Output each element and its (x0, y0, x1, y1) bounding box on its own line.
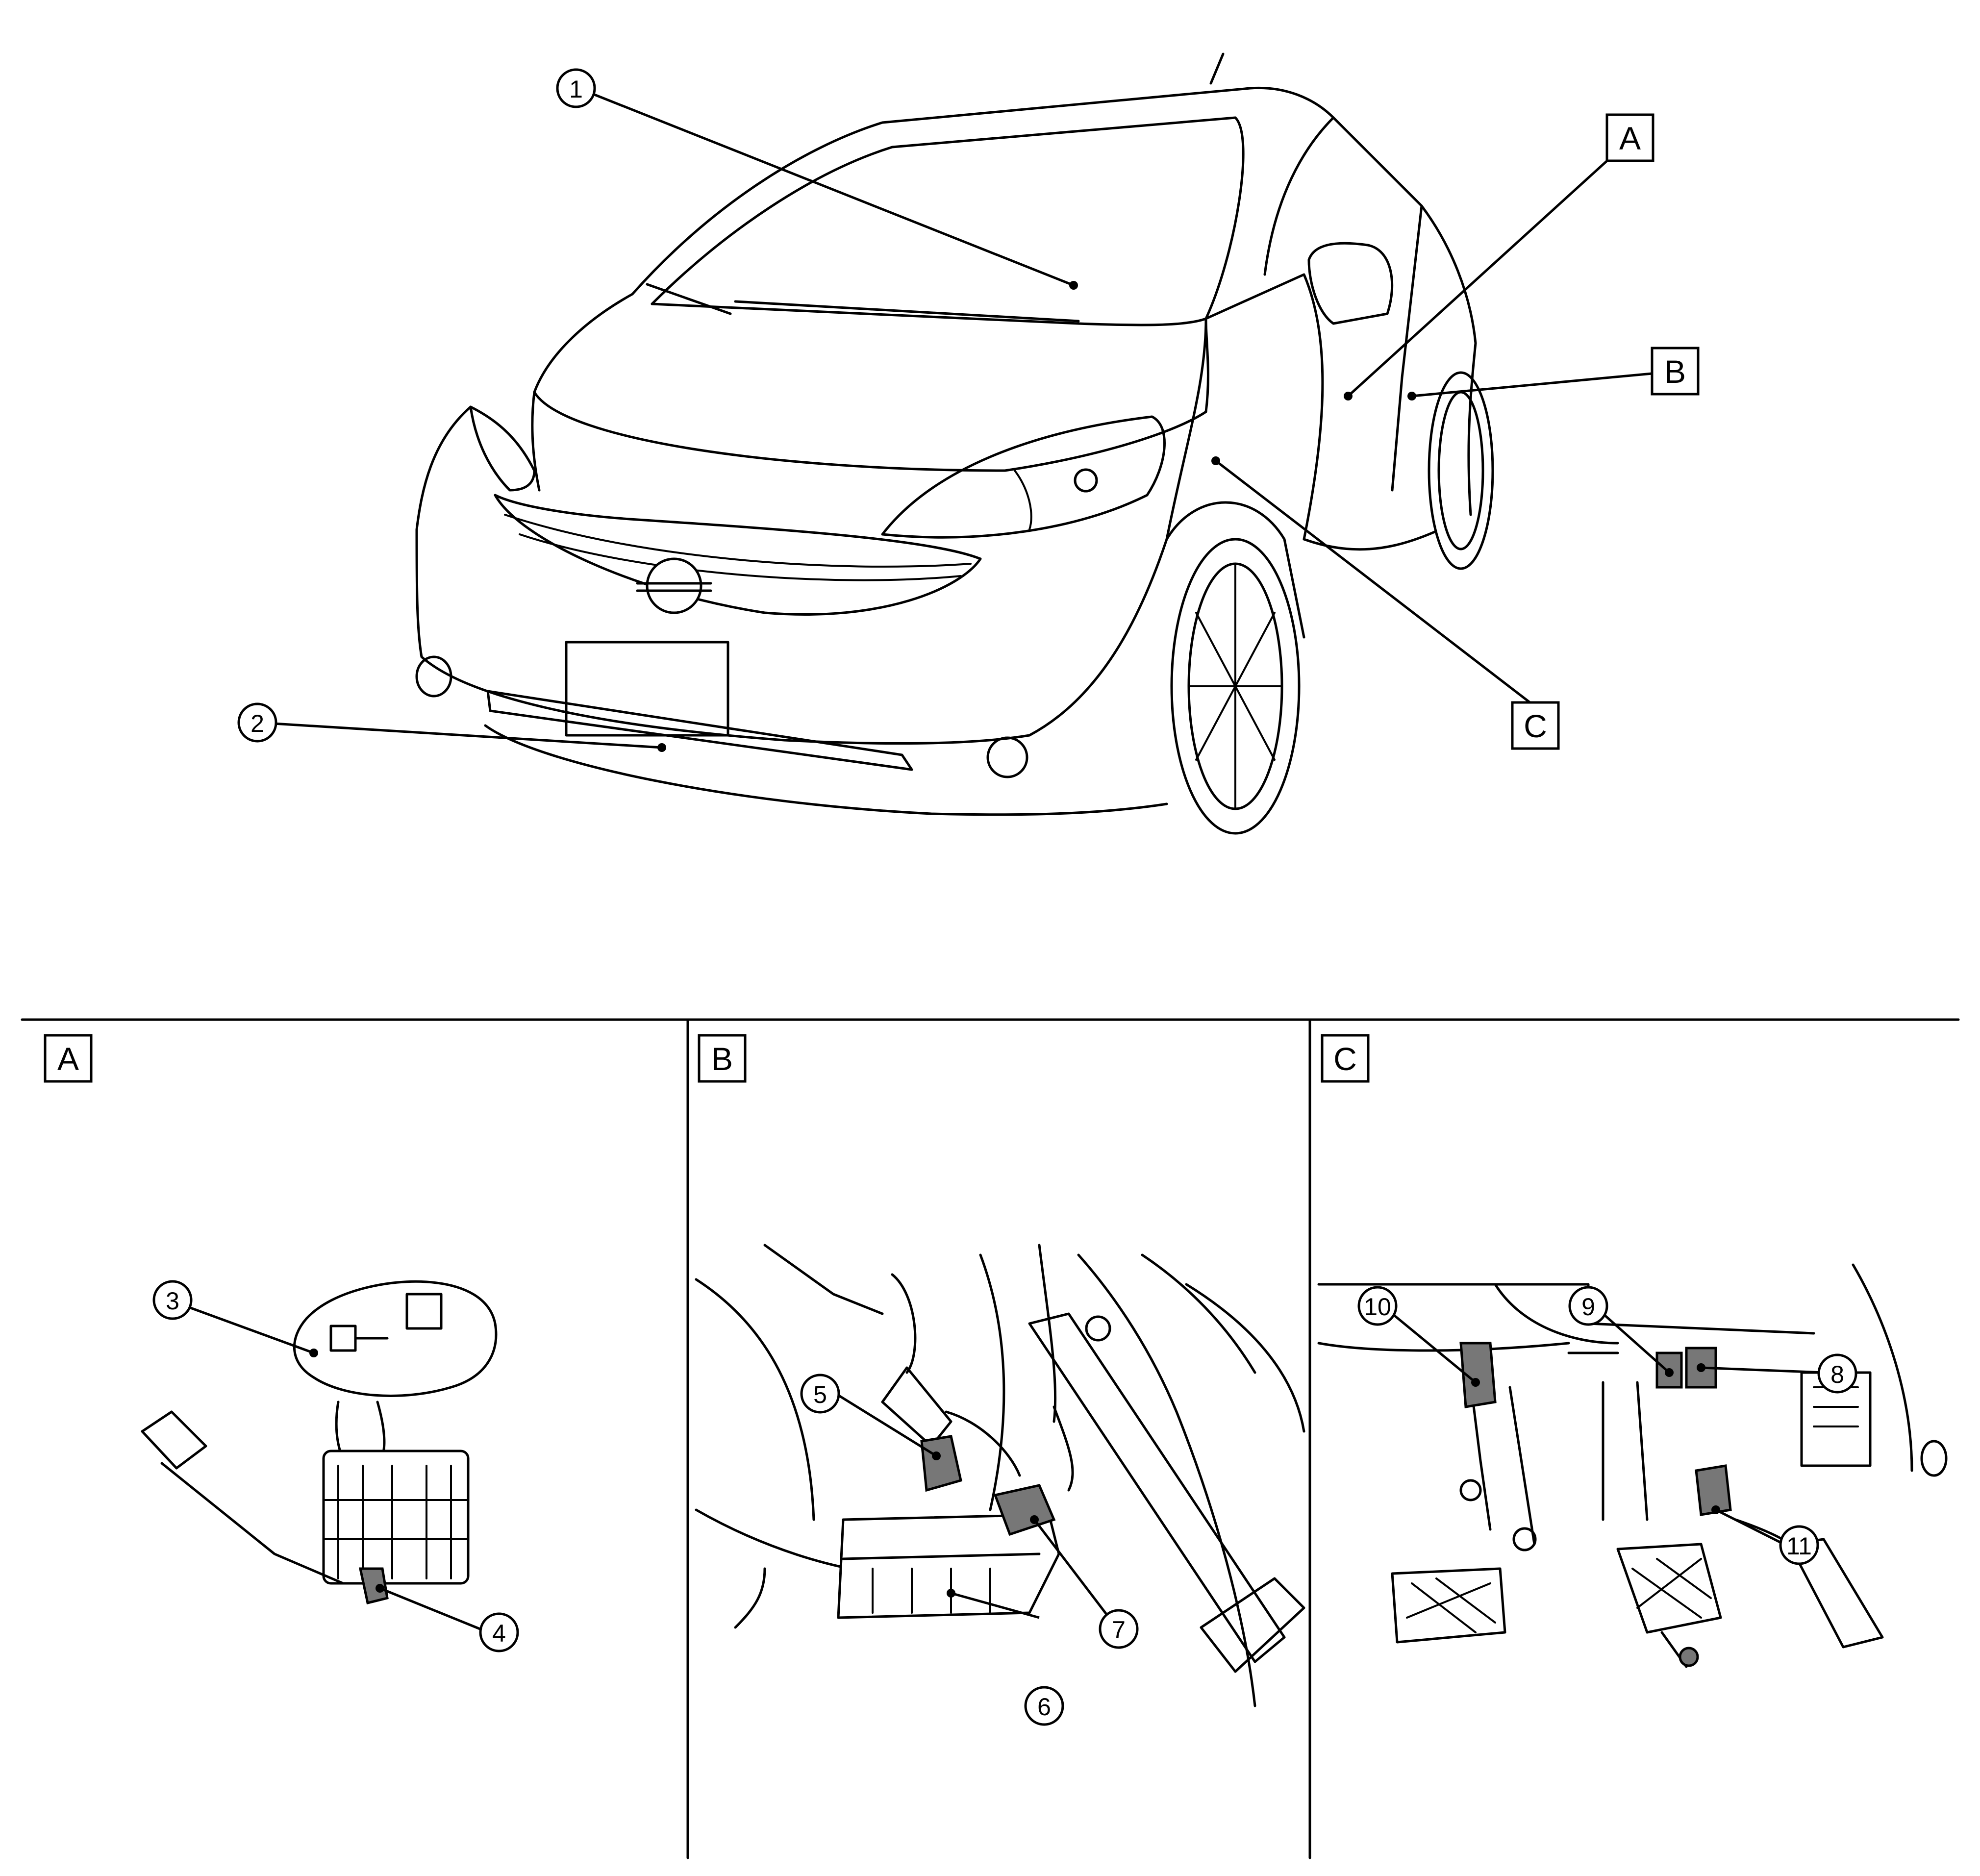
panel-b-label: B (698, 1034, 747, 1083)
callout-3: 3 (152, 1280, 193, 1320)
callout-10: 10 (1357, 1286, 1398, 1326)
svg-text:B: B (711, 1041, 733, 1077)
svg-text:5: 5 (813, 1381, 827, 1408)
callout-9: 9 (1568, 1286, 1608, 1326)
panel-dividers (21, 1018, 1960, 1859)
pedal-assembly-view (1317, 1263, 1948, 1668)
svg-text:C: C (1524, 708, 1547, 744)
svg-text:2: 2 (251, 710, 264, 737)
svg-text:3: 3 (166, 1287, 179, 1315)
panel-c-label: C (1321, 1034, 1370, 1083)
callout-7: 7 (1099, 1609, 1139, 1649)
svg-text:6: 6 (1037, 1693, 1051, 1721)
panel-b: B (695, 1034, 1305, 1726)
fuel-pump-assembly (141, 1280, 498, 1605)
svg-text:9: 9 (1581, 1293, 1595, 1321)
callout-11: 11 (1779, 1525, 1819, 1565)
vehicle-illustration (415, 52, 1494, 835)
callout-1: 1 (556, 68, 596, 108)
view-marker-c: C (1511, 701, 1560, 750)
panel-c: C (1317, 1034, 1948, 1668)
callout-6: 6 (1024, 1686, 1064, 1726)
vehicle-leaders (273, 92, 1653, 752)
panel-a: A 3 4 (44, 1034, 519, 1652)
view-marker-b: B (1651, 347, 1700, 396)
view-marker-a: A (1605, 113, 1654, 162)
svg-text:7: 7 (1112, 1616, 1126, 1644)
svg-text:C: C (1333, 1041, 1357, 1077)
panel-a-label: A (44, 1034, 93, 1083)
svg-text:A: A (1619, 120, 1641, 156)
engine-bay-view (695, 1244, 1305, 1707)
svg-text:11: 11 (1786, 1532, 1812, 1560)
svg-text:4: 4 (492, 1620, 506, 1647)
callout-5: 5 (800, 1374, 840, 1414)
callout-8: 8 (1817, 1353, 1857, 1394)
callout-2: 2 (237, 702, 277, 743)
svg-text:A: A (57, 1041, 79, 1077)
svg-text:B: B (1664, 353, 1686, 390)
svg-text:10: 10 (1364, 1293, 1391, 1321)
svg-text:8: 8 (1830, 1361, 1844, 1388)
callout-4: 4 (479, 1612, 519, 1652)
svg-text:1: 1 (569, 75, 583, 103)
